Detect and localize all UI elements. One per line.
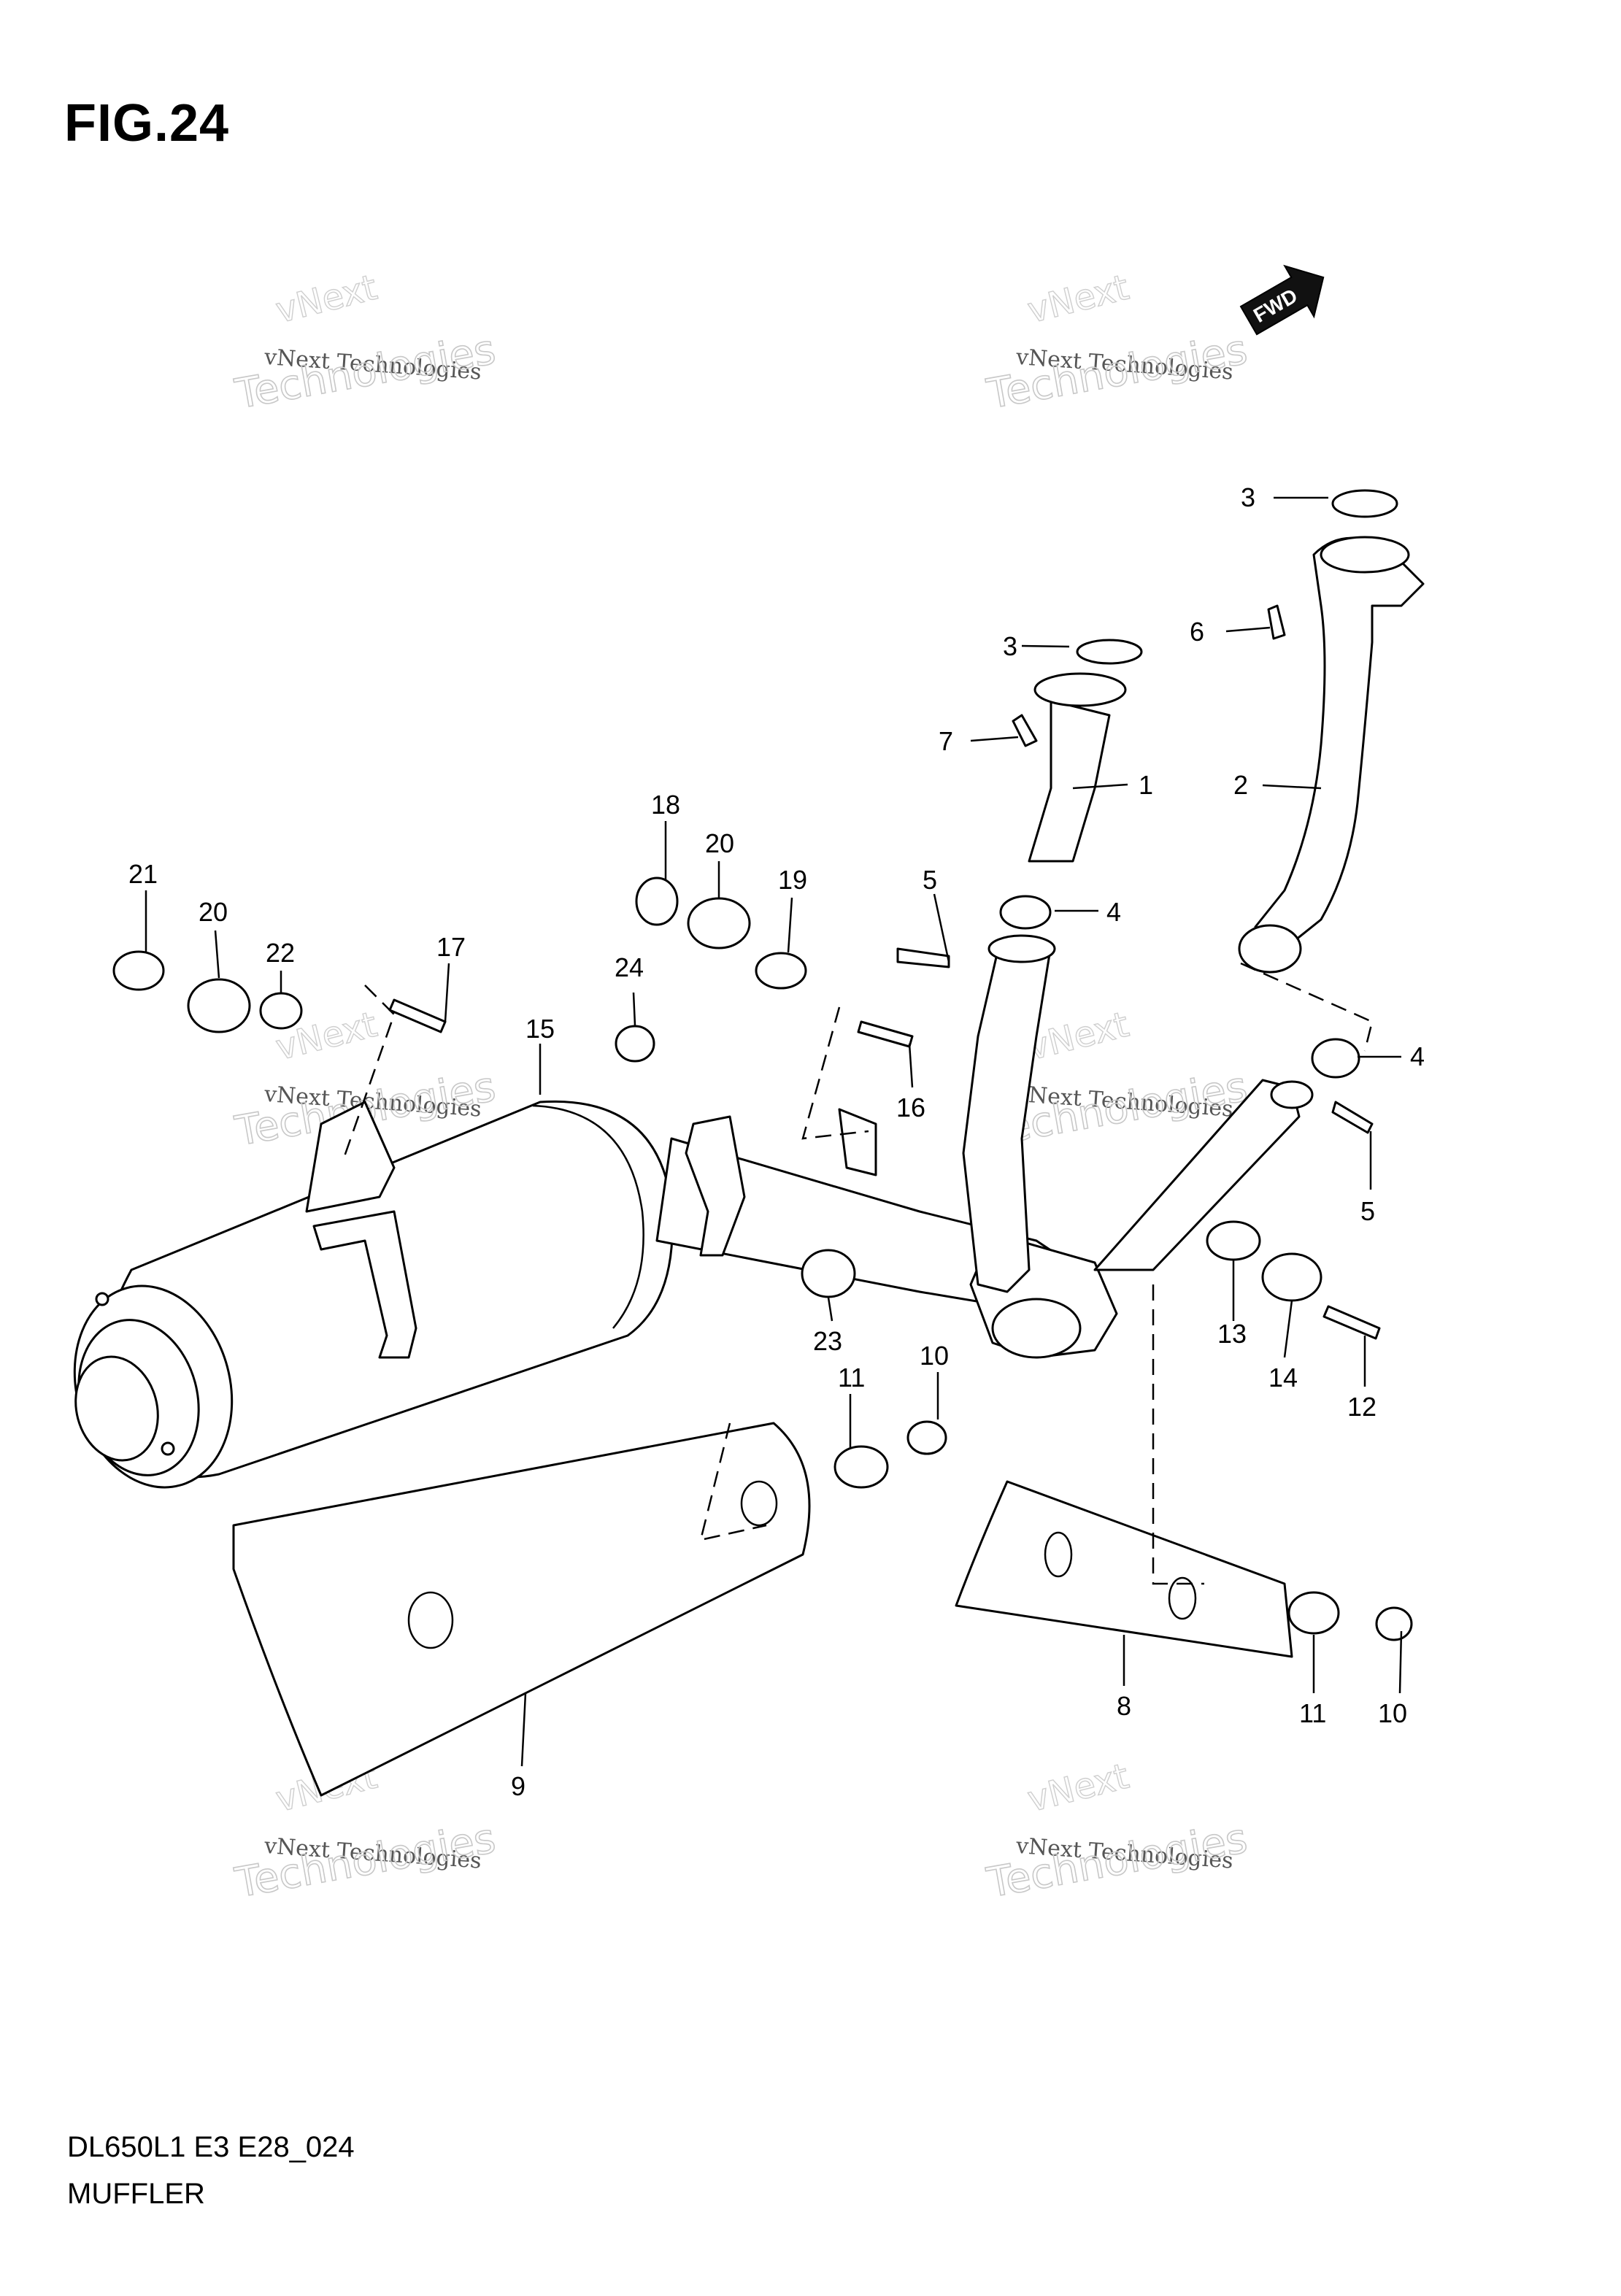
callout-12: 12: [1347, 1392, 1376, 1422]
watermark-line1: vNext: [272, 267, 381, 331]
callout-23: 23: [813, 1326, 842, 1356]
callout-2: 2: [1233, 770, 1248, 800]
callout-9: 9: [511, 1771, 525, 1801]
figure-title: FIG.24: [64, 94, 230, 153]
callout-20: 20: [705, 828, 734, 858]
heat-shield-part-9: [232, 1422, 811, 1797]
exhaust-pipe-part-1: [962, 672, 1127, 1293]
callout-17: 17: [436, 932, 466, 962]
callout-3: 3: [1241, 482, 1255, 512]
callout-3: 3: [1003, 631, 1017, 661]
callout-6: 6: [1190, 617, 1204, 647]
figure-name: MUFFLER: [67, 2178, 205, 2210]
watermark-line1: vNext: [1023, 1756, 1133, 1820]
hardware-parts: [112, 604, 1413, 1641]
callout-14: 14: [1268, 1363, 1298, 1392]
heat-shield-part-8: [955, 1480, 1293, 1658]
watermark-line3: Technologies: [231, 326, 499, 419]
leader-lines: [145, 496, 1403, 1767]
muffler-part-15: [73, 1100, 1118, 1489]
callout-11: 11: [1299, 1698, 1326, 1728]
figure-code: DL650L1 E3 E28_024: [67, 2131, 355, 2163]
callout-11: 11: [838, 1363, 865, 1392]
callout-18: 18: [651, 790, 680, 820]
callout-21: 21: [128, 859, 158, 889]
callout-4: 4: [1410, 1041, 1425, 1071]
callout-8: 8: [1117, 1691, 1131, 1721]
assembly-guides: [342, 962, 1374, 1585]
callout-1: 1: [1139, 770, 1153, 800]
callout-24: 24: [615, 952, 644, 982]
gasket-part-3: [1076, 639, 1143, 665]
callout-15: 15: [525, 1014, 555, 1044]
exhaust-pipe-part-2: [1238, 489, 1425, 974]
callout-19: 19: [778, 865, 807, 895]
callout-4: 4: [1106, 897, 1121, 927]
watermark-line1: vNext: [1023, 267, 1133, 331]
watermark-line3: Technologies: [983, 1815, 1251, 1908]
watermark-line3: Technologies: [983, 326, 1251, 419]
callout-13: 13: [1217, 1319, 1247, 1349]
callout-5: 5: [1360, 1196, 1375, 1226]
callout-labels: 1 2 3 3 4 4 5 5 6 7 8 9 10 10 11 11 12 1…: [128, 482, 1425, 1801]
watermark-line3: Technologies: [231, 1815, 499, 1908]
callout-20: 20: [199, 897, 228, 927]
fwd-arrow-icon: FWD: [1239, 264, 1325, 336]
callout-22: 22: [266, 938, 295, 968]
callout-10: 10: [920, 1341, 949, 1371]
callout-5: 5: [923, 865, 937, 895]
callout-7: 7: [939, 726, 953, 756]
callout-16: 16: [896, 1093, 925, 1122]
callout-10: 10: [1378, 1698, 1407, 1728]
